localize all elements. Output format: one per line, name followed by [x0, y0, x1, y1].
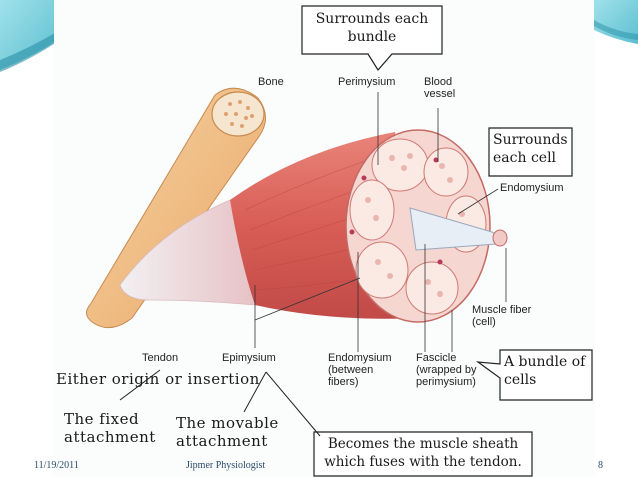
footer-date: 11/19/2011	[34, 460, 79, 471]
annotation-surrounds-cell: Surrounds each cell	[493, 132, 568, 166]
bone-shape	[86, 87, 266, 329]
label-muscle-fiber: Muscle fiber (cell)	[472, 304, 532, 328]
label-tendon: Tendon	[142, 352, 179, 364]
annotation-surrounds-bundle: Surrounds each bundle	[315, 11, 429, 45]
leader-lines	[254, 92, 507, 352]
cross-section	[345, 129, 508, 323]
annotation-bundle-of-cells: A bundle of cells	[504, 354, 586, 388]
footer-page-number: 8	[598, 460, 603, 471]
label-fascicle: Fascicle (wrapped by perimysium)	[416, 352, 477, 388]
annotation-movable-attachment: The movable attachment	[176, 414, 279, 450]
label-epimysium: Epimysium	[222, 352, 276, 364]
label-endomysium-bottom: Endomysium (between fibers)	[328, 352, 392, 388]
label-perimysium: Perimysium	[338, 76, 396, 88]
annotation-fixed-attachment: The fixed attachment	[64, 410, 156, 446]
callout-boxes	[301, 5, 593, 477]
footer-author: Jipmer Physiologist	[186, 460, 266, 471]
label-blood-vessel: Blood vessel	[424, 76, 456, 100]
label-bone: Bone	[258, 76, 284, 88]
annotation-arrows	[119, 369, 321, 437]
annotation-muscle-sheath: Becomes the muscle sheath which fuses wi…	[324, 436, 522, 470]
label-endomysium-right: Endomysium	[500, 182, 564, 194]
tendon-shape	[119, 194, 261, 306]
annotation-origin-insertion: Either origin or insertion	[56, 370, 260, 388]
